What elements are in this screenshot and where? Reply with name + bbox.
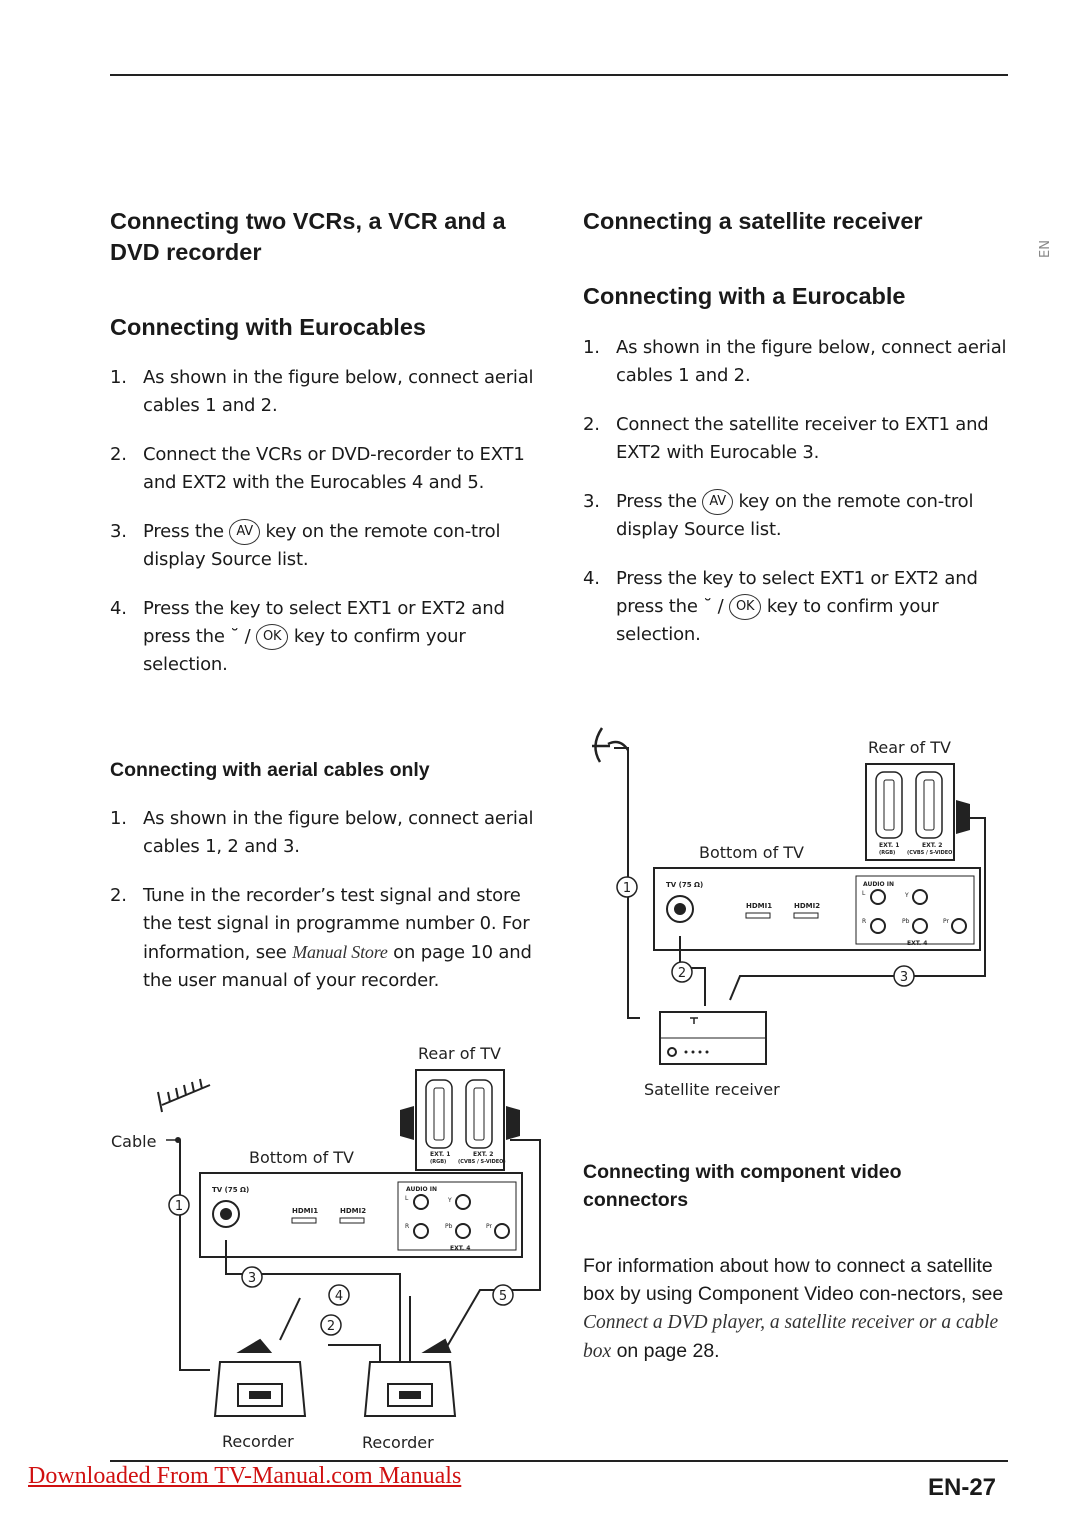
tv-75-label: TV (75 Ω)	[212, 1186, 249, 1194]
ext2-sub-label: (CVBS / S-VIDEO)	[458, 1159, 506, 1165]
rear-scart-panel: EXT. 1 (RGB) EXT. 2 (CVBS / S-VIDEO)	[400, 1069, 520, 1171]
audio-in-label: AUDIO IN	[406, 1186, 437, 1193]
left-subheading: Connecting with Eurocables	[110, 314, 426, 340]
ext4-label: EXT. 4	[450, 1245, 470, 1252]
l-label: L	[862, 890, 866, 897]
left-steps: 1. As shown in the figure below, connect…	[110, 364, 542, 679]
pb-label: Pb	[445, 1223, 453, 1230]
recorder-1-icon	[213, 1338, 307, 1417]
callout-2: 2	[678, 966, 686, 981]
callout-5: 5	[499, 1289, 507, 1304]
av-key-icon: AV	[702, 489, 733, 515]
left-step-1: 1. As shown in the figure below, connect…	[110, 367, 534, 416]
left-step-3: 3. Press the AV key on the remote con-tr…	[110, 519, 501, 570]
ok-key-icon: OK	[255, 624, 289, 650]
r-label: R	[405, 1223, 409, 1230]
scart-plug-icon	[506, 1106, 520, 1140]
callout-2: 2	[327, 1319, 335, 1334]
bottom-of-tv-label: Bottom of TV	[249, 1148, 354, 1167]
footer-download-link[interactable]: Downloaded From TV-Manual.com Manuals	[28, 1463, 462, 1489]
ext1-label: EXT. 1	[430, 1151, 450, 1158]
ext2-label: EXT. 2	[922, 842, 942, 849]
aerial-steps: 1. As shown in the figure below, connect…	[110, 805, 542, 995]
callout-1: 1	[175, 1199, 183, 1214]
right-step-3: 3. Press the AV key on the remote con-tr…	[583, 489, 974, 540]
language-tab: EN	[1038, 240, 1053, 258]
r-label: R	[862, 918, 866, 925]
satellite-connection-diagram: Rear of TV Bottom of TV Satellite receiv…	[580, 718, 1000, 1108]
left-heading: Connecting two VCRs, a VCR and a DVD rec…	[110, 208, 506, 265]
pb-label: Pb	[902, 918, 910, 925]
left-step-4: 4. Press the key to select EXT1 or EXT2 …	[110, 598, 505, 675]
callout-3: 3	[900, 970, 908, 985]
callout-4: 4	[335, 1289, 343, 1304]
cable-label: Cable	[111, 1132, 156, 1151]
satellite-dish-icon	[592, 727, 630, 763]
bottom-connector-panel: TV (75 Ω) HDMI1 HDMI2 AUDIO IN L Y R Pb …	[199, 1172, 523, 1258]
pr-label: Pr	[486, 1223, 493, 1230]
aerial-step-2: 2. Tune in the recorder’s test signal an…	[110, 885, 532, 991]
callout-3: 3	[248, 1271, 256, 1286]
right-steps: 1. As shown in the figure below, connect…	[583, 334, 1008, 649]
ext1-label: EXT. 1	[879, 842, 899, 849]
hdmi1-label: HDMI1	[292, 1207, 318, 1215]
rear-of-tv-label: Rear of TV	[418, 1044, 501, 1063]
component-paragraph: For information about how to connect a s…	[583, 1255, 1004, 1362]
y-label: Y	[904, 892, 909, 899]
bottom-rule	[110, 1460, 1008, 1462]
ext2-label: EXT. 2	[473, 1151, 493, 1158]
pr-label: Pr	[943, 918, 950, 925]
ext4-label: EXT. 4	[907, 940, 927, 947]
page-number: EN-27	[928, 1474, 997, 1501]
vcr-connection-diagram: Rear of TV Bottom of TV Cable EXT. 1 (RG…	[100, 1040, 550, 1460]
callout-1: 1	[623, 881, 631, 896]
scart-plug-icon	[956, 800, 970, 834]
audio-in-label: AUDIO IN	[863, 881, 894, 888]
aerial-heading: Connecting with aerial cables only	[110, 759, 430, 781]
satellite-receiver-label: Satellite receiver	[644, 1080, 780, 1099]
right-heading: Connecting a satellite receiver	[583, 208, 923, 234]
right-column: Connecting a satellite receiver Connecti…	[583, 206, 1013, 312]
right-step-4: 4. Press the key to select EXT1 or EXT2 …	[583, 568, 978, 645]
hdmi2-label: HDMI2	[340, 1207, 366, 1215]
av-key-icon: AV	[229, 519, 260, 545]
aerial-step-1: 1. As shown in the figure below, connect…	[110, 808, 534, 857]
rear-scart-panel: EXT. 1 (RGB) EXT. 2 (CVBS / S-VIDEO)	[865, 763, 970, 861]
bottom-connector-panel: TV (75 Ω) HDMI1 HDMI2 AUDIO IN L Y R Pb …	[653, 867, 981, 951]
rear-of-tv-label: Rear of TV	[868, 738, 951, 757]
ext1-sub-label: (RGB)	[430, 1159, 446, 1165]
left-column: Connecting two VCRs, a VCR and a DVD rec…	[110, 206, 540, 343]
recorder-2-label: Recorder	[362, 1433, 434, 1452]
y-label: Y	[447, 1197, 452, 1204]
recorder-2-icon	[363, 1338, 457, 1417]
top-rule	[110, 74, 1008, 76]
right-step-2: 2. Connect the satellite receiver to EXT…	[583, 414, 989, 463]
ext2-sub-label: (CVBS / S-VIDEO)	[907, 850, 955, 856]
antenna-icon	[157, 1078, 211, 1113]
left-step-2: 2. Connect the VCRs or DVD-recorder to E…	[110, 444, 525, 493]
scart-plug-icon	[400, 1106, 414, 1140]
hdmi1-label: HDMI1	[746, 902, 772, 910]
component-heading: Connecting with component video connecto…	[583, 1161, 902, 1211]
satellite-receiver-icon	[659, 1011, 767, 1065]
right-step-1: 1. As shown in the figure below, connect…	[583, 337, 1007, 386]
tv-75-label: TV (75 Ω)	[666, 881, 703, 889]
ext1-sub-label: (RGB)	[879, 850, 895, 856]
right-subheading: Connecting with a Eurocable	[583, 283, 906, 309]
recorder-1-label: Recorder	[222, 1432, 294, 1451]
ok-key-icon: OK	[728, 594, 762, 620]
bottom-of-tv-label: Bottom of TV	[699, 843, 804, 862]
hdmi2-label: HDMI2	[794, 902, 820, 910]
l-label: L	[405, 1195, 409, 1202]
